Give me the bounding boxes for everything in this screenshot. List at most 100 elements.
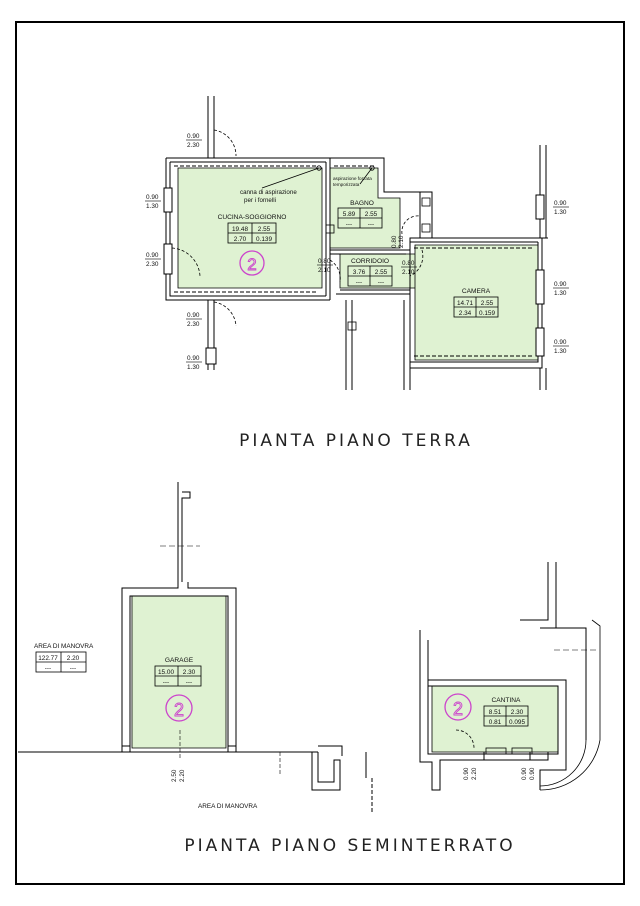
dim-left3-a: 0.90 bbox=[187, 312, 200, 319]
dim-bagno-door-b: 2.10 bbox=[398, 235, 405, 248]
dim-right1-a: 0.90 bbox=[554, 200, 567, 207]
ground-door-swings bbox=[171, 129, 424, 327]
dim-right1-b: 1.30 bbox=[554, 209, 567, 216]
dim-left4-b: 1.30 bbox=[187, 364, 200, 371]
dim-corr-left-b: 2.10 bbox=[318, 267, 331, 274]
cantina-v2: 2.30 bbox=[511, 709, 524, 716]
unit-circle-garage bbox=[165, 694, 193, 722]
room-corridoio-table: 3.76 2.55 --- --- bbox=[347, 265, 393, 287]
manovra-table: 122.77 2.20 --- --- bbox=[35, 651, 87, 673]
camera-v3: 2.34 bbox=[459, 310, 472, 317]
room-cantina-name: CANTINA bbox=[492, 697, 522, 704]
room-garage-table: 15.00 2.30 --- --- bbox=[154, 665, 202, 687]
note-canna-2: per i fornelli bbox=[244, 197, 276, 204]
manovra-v1: 122.77 bbox=[38, 655, 58, 662]
camera-v4: 0.159 bbox=[479, 310, 495, 317]
dim-cantina2-b: 0.90 bbox=[529, 767, 536, 780]
note-asp-1: aspirazione forzata bbox=[333, 176, 372, 181]
room-cantina-table: 8.51 2.30 0.81 0.095 bbox=[483, 705, 529, 727]
manovra-v2: 2.20 bbox=[67, 655, 80, 662]
dim-left4-a: 0.90 bbox=[187, 355, 200, 362]
corridoio-v3: --- bbox=[356, 279, 362, 286]
manovra-name: AREA DI MANOVRA bbox=[34, 643, 94, 650]
room-bagno-table: 5.89 2.55 --- --- bbox=[337, 207, 383, 229]
ground-fixtures bbox=[261, 165, 431, 331]
note-canna-1: canna di aspirazione bbox=[240, 189, 297, 196]
ground-opening-dims: 0.90 2.30 0.90 1.30 0.90 2.30 0.90 2.30 … bbox=[145, 133, 569, 371]
unit-number-garage: 2 bbox=[174, 700, 184, 720]
cucina-v4: 0.139 bbox=[256, 236, 272, 243]
dim-left3-b: 2.30 bbox=[187, 321, 200, 328]
manovra-v4: --- bbox=[70, 665, 76, 672]
ground-windows bbox=[163, 187, 545, 365]
bagno-v1: 5.89 bbox=[343, 211, 356, 218]
room-corridoio-name: CORRIDOIO bbox=[351, 258, 389, 265]
dim-right3-a: 0.90 bbox=[554, 339, 567, 346]
dim-left1-b: 1.30 bbox=[146, 203, 159, 210]
dim-top-left-b: 2.30 bbox=[187, 142, 200, 149]
basement-mid-walls bbox=[311, 745, 373, 814]
dim-cantina1-b: 2.20 bbox=[471, 767, 478, 780]
manovra-v3: --- bbox=[45, 665, 51, 672]
garage-v4: --- bbox=[186, 679, 192, 686]
garage-v2: 2.30 bbox=[183, 669, 196, 676]
cantina-v1: 8.51 bbox=[489, 709, 502, 716]
unit-circle-ground bbox=[239, 250, 265, 276]
cucina-v3: 2.70 bbox=[234, 236, 247, 243]
dim-corr-right-b: 2.10 bbox=[402, 269, 415, 276]
camera-v2: 2.55 bbox=[481, 300, 494, 307]
dim-top-left-a: 0.90 bbox=[187, 133, 200, 140]
dim-left2-b: 2.30 bbox=[146, 261, 159, 268]
cantina-v3: 0.81 bbox=[489, 719, 502, 726]
title-basement: PIANTA PIANO SEMINTERRATO bbox=[184, 836, 515, 856]
unit-number-cantina: 2 bbox=[453, 699, 463, 719]
dim-left2-a: 0.90 bbox=[146, 252, 159, 259]
dim-cantina2-a: 0.90 bbox=[521, 767, 528, 780]
bagno-v3: --- bbox=[346, 221, 352, 228]
bagno-v2: 2.55 bbox=[365, 211, 378, 218]
garage-walls bbox=[121, 482, 237, 752]
room-garage-name: GARAGE bbox=[165, 657, 194, 664]
dim-right3-b: 1.30 bbox=[554, 348, 567, 355]
corridoio-v4: --- bbox=[378, 279, 384, 286]
cantina-walls bbox=[419, 562, 587, 791]
ground-floor-plan: canna di aspirazione per i fornelli aspi… bbox=[145, 96, 569, 451]
garage-v3: --- bbox=[163, 679, 169, 686]
bagno-v4: --- bbox=[368, 221, 374, 228]
room-cucina-table: 19.48 2.55 2.70 0.139 bbox=[227, 222, 277, 244]
cucina-v2: 2.55 bbox=[258, 226, 271, 233]
basement-plan: GARAGE 15.00 2.30 --- --- 2 AREA DI MANO… bbox=[18, 482, 601, 856]
note-asp-2: temporizzata bbox=[333, 182, 360, 187]
room-cucina-name: CUCINA-SOGGIORNO bbox=[218, 214, 287, 221]
cantina-v4: 0.095 bbox=[509, 719, 525, 726]
title-ground-floor: PIANTA PIANO TERRA bbox=[239, 431, 473, 451]
corridoio-v2: 2.55 bbox=[375, 269, 388, 276]
dim-left1-a: 0.90 bbox=[146, 194, 159, 201]
dim-corr-left-a: 0.80 bbox=[318, 258, 331, 265]
unit-number-ground: 2 bbox=[247, 255, 256, 274]
dim-right2-b: 1.30 bbox=[554, 290, 567, 297]
room-camera-table: 14.71 2.55 2.34 0.159 bbox=[453, 296, 499, 318]
corridoio-v1: 3.76 bbox=[353, 269, 366, 276]
dim-corr-right-a: 0.80 bbox=[402, 260, 415, 267]
cantina-windows bbox=[455, 729, 533, 755]
cucina-v1: 19.48 bbox=[232, 226, 248, 233]
dim-garage-door-b: 2.20 bbox=[179, 769, 186, 782]
cantina-curve bbox=[539, 619, 601, 791]
garage-v1: 15.00 bbox=[158, 669, 174, 676]
room-garage-fill bbox=[131, 595, 227, 749]
room-camera-name: CAMERA bbox=[462, 288, 491, 295]
camera-v1: 14.71 bbox=[457, 300, 473, 307]
ground-walls bbox=[165, 96, 548, 390]
ground-insulation bbox=[174, 165, 534, 357]
room-camera-fill bbox=[414, 244, 539, 361]
area-manovra-bottom: AREA DI MANOVRA bbox=[198, 803, 258, 810]
room-bagno-name: BAGNO bbox=[350, 200, 374, 207]
dim-cantina1-a: 0.90 bbox=[463, 767, 470, 780]
dim-right2-a: 0.90 bbox=[554, 281, 567, 288]
sheet-frame bbox=[15, 21, 625, 885]
dim-bagno-door-a: 0.80 bbox=[391, 235, 398, 248]
unit-circle-cantina bbox=[444, 693, 472, 721]
dim-garage-door-a: 2.50 bbox=[171, 769, 178, 782]
